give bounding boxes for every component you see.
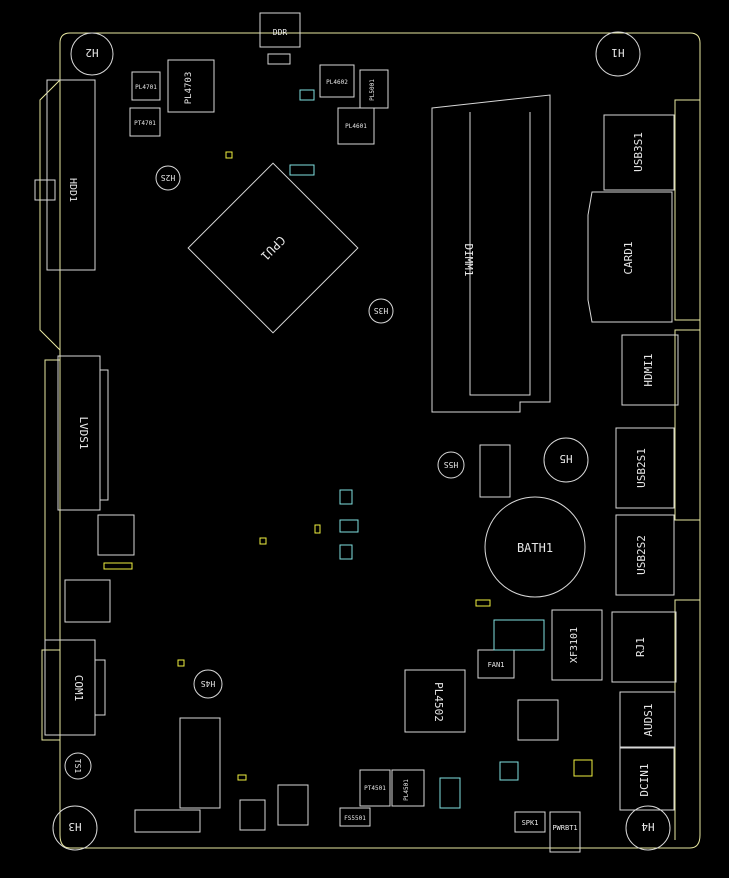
mount-hole-h5 [543, 437, 589, 483]
mount-hole-h4 [625, 805, 671, 851]
usb2-port-2 [615, 514, 675, 596]
hdd-connector [46, 79, 96, 271]
hdd-header [479, 444, 511, 498]
svg-text:PL4502: PL4502 [432, 682, 445, 722]
bottom-component-a [239, 799, 266, 831]
hdmi-port [621, 334, 679, 406]
battery-holder [484, 496, 586, 598]
u6101-chip [517, 699, 559, 741]
standoff-h4s [193, 669, 223, 699]
svg-text:PL4601: PL4601 [345, 123, 367, 130]
svg-text:PWRBT1: PWRBT1 [552, 824, 577, 832]
svg-text:USB2S1: USB2S1 [635, 448, 648, 488]
dimm-slot [431, 94, 551, 413]
cap-box [64, 579, 111, 623]
svg-text:CPU1: CPU1 [258, 233, 288, 263]
xf3101-transformer [551, 609, 603, 681]
svg-text:H3S: H3S [374, 306, 389, 315]
cpu-chip [187, 162, 359, 334]
label-h5: H5 [559, 452, 572, 465]
svg-text:USB2S2: USB2S2 [635, 535, 648, 575]
standoff-h2s [155, 165, 181, 191]
standoff-h3s [368, 298, 394, 324]
label-h4: H4 [641, 820, 655, 833]
svg-text:H2S: H2S [161, 173, 176, 182]
label-h3: H3 [68, 820, 81, 833]
svg-text:DIMM1: DIMM1 [462, 243, 475, 276]
svg-text:RJ1: RJ1 [634, 637, 647, 657]
board-left-edge [39, 79, 61, 741]
ddr-connector [259, 12, 301, 48]
pl4502-inductor [404, 669, 466, 733]
svg-text:FAN1: FAN1 [488, 661, 505, 669]
usb2-port-1 [615, 427, 675, 509]
com-connector [44, 639, 106, 736]
lvds-connector [57, 355, 109, 511]
svg-text:H4S: H4S [201, 679, 216, 688]
usb3-port [603, 114, 675, 191]
svg-text:XF3101: XF3101 [569, 627, 580, 663]
board-right-edge [674, 99, 700, 840]
card-slot [587, 191, 673, 323]
svg-text:PL4701: PL4701 [135, 84, 157, 91]
svg-text:FS5501: FS5501 [344, 815, 366, 822]
label-h2: H2 [85, 46, 98, 59]
svg-text:PL4703: PL4703 [184, 72, 194, 105]
pl4703-part [167, 59, 215, 113]
mount-hole-h3 [52, 805, 98, 851]
power-button [549, 811, 581, 853]
module-u1 [179, 717, 221, 809]
svg-text:DCIN1: DCIN1 [638, 763, 651, 796]
pl4501-inductor [391, 769, 425, 807]
dc-jack [619, 747, 675, 811]
svg-text:CARD1: CARD1 [622, 241, 635, 274]
svg-text:H5S: H5S [444, 460, 459, 469]
svg-text:BATH1: BATH1 [517, 541, 553, 555]
speaker-connector [514, 811, 546, 833]
pt4701-part [129, 107, 161, 137]
svg-text:PT4701: PT4701 [134, 120, 156, 127]
svg-text:HDD1: HDD1 [67, 178, 78, 202]
svg-text:USB3S1: USB3S1 [632, 132, 645, 172]
pl4602-part [319, 64, 355, 98]
pl4701-part [131, 71, 161, 101]
pt4501-part [359, 769, 391, 807]
mount-hole-h2 [70, 32, 114, 76]
svg-text:PL4602: PL4602 [326, 79, 348, 86]
svg-text:TS1: TS1 [73, 759, 82, 774]
bottom-component-b [277, 784, 309, 826]
pl4601-part [337, 107, 375, 145]
rj45-port [611, 611, 677, 683]
mount-hole-h1 [595, 31, 641, 77]
small-pads [103, 151, 593, 781]
svg-text:AUDS1: AUDS1 [642, 703, 655, 736]
hdd-tab [34, 179, 56, 201]
standoff-h5s [437, 451, 465, 479]
svg-text:DDR: DDR [273, 28, 288, 37]
sw-component [97, 514, 135, 556]
svg-text:COM1: COM1 [72, 675, 85, 702]
board-outline [59, 32, 701, 849]
svg-text:PT4501: PT4501 [364, 785, 386, 792]
d3801-part [267, 53, 291, 65]
svg-text:SPK1: SPK1 [522, 819, 539, 827]
svg-text:PL5001: PL5001 [369, 79, 376, 101]
svg-text:HDMI1: HDMI1 [642, 353, 655, 386]
label-h1: H1 [611, 46, 624, 59]
ts1-circle [64, 752, 92, 780]
svg-text:PL4501: PL4501 [403, 779, 410, 801]
svg-text:LVDS1: LVDS1 [77, 416, 90, 449]
bottom-header [134, 809, 201, 833]
fs5501-fuse [339, 807, 371, 827]
ic-cluster [289, 89, 545, 809]
audio-jack [619, 691, 676, 748]
